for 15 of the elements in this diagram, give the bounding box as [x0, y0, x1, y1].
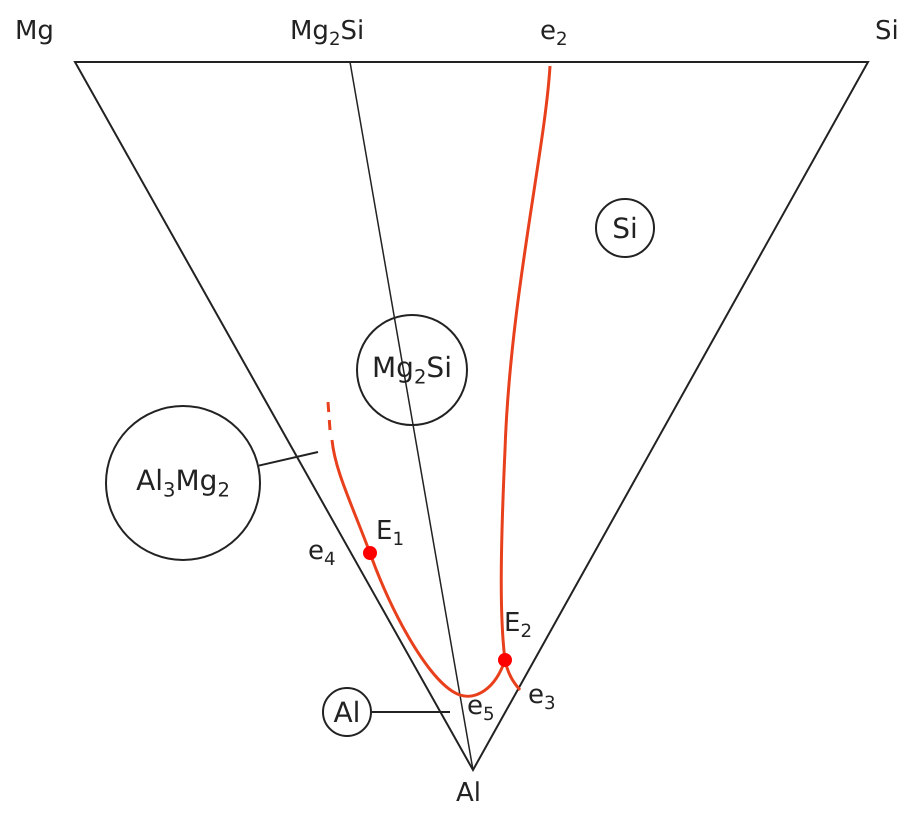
point-label: E$_{2}$ — [504, 610, 532, 642]
point-label: e$_{5}$ — [467, 693, 495, 724]
leader-line — [372, 711, 450, 713]
phase-region-circle: Al — [322, 687, 372, 737]
vertex-label: Mg — [15, 18, 54, 44]
vertex-label: Mg$_{2}$Si — [290, 18, 364, 50]
point-label: e$_{3}$ — [528, 682, 556, 714]
point-label: E$_{1}$ — [376, 518, 404, 550]
leader-line — [258, 451, 318, 467]
vertex-label: Si — [875, 18, 899, 44]
phase-region-circle: Al$_{3}$Mg$_{2}$ — [105, 405, 261, 561]
vertex-label: Al — [456, 780, 482, 806]
point-label: e$_{4}$ — [308, 538, 336, 570]
vertex-label: e$_{2}$ — [540, 18, 568, 50]
phase-region-circle: Si — [595, 198, 655, 258]
